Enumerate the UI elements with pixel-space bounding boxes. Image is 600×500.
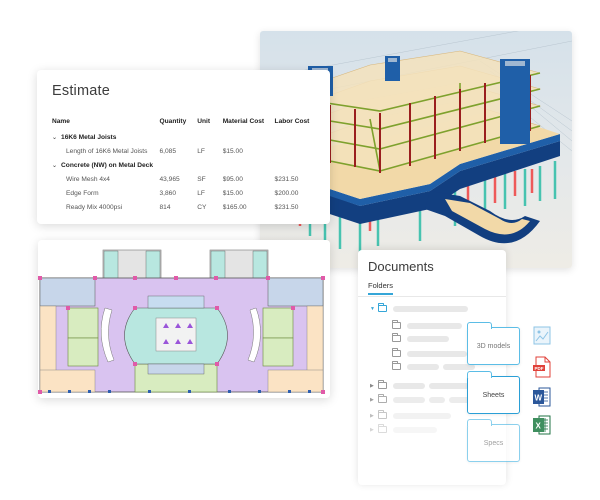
folder-icon xyxy=(392,320,401,329)
table-row[interactable]: Ready Mix 4000psi 814 CY $165.00 $231.50 xyxy=(52,200,322,214)
estimate-table: Name Quantity Unit Material Cost Labor C… xyxy=(52,112,322,214)
item-labor-cost: $200.00 xyxy=(274,189,299,197)
item-material-cost: $95.00 xyxy=(222,175,243,183)
item-labor-cost xyxy=(275,144,322,158)
folder-tree-item[interactable]: ▶ xyxy=(370,424,441,434)
folder-tree-item[interactable] xyxy=(392,361,479,371)
caret-right-icon[interactable]: ▶ xyxy=(370,426,374,433)
column-header-quantity[interactable]: Quantity xyxy=(159,117,187,125)
building-3d-model xyxy=(260,31,572,253)
table-row[interactable]: Wire Mesh 4x4 43,965 SF $95.00 $231.50 xyxy=(52,172,322,186)
item-unit: LF xyxy=(197,147,205,155)
caret-down-icon[interactable]: ▼ xyxy=(370,305,375,312)
item-unit: LF xyxy=(197,189,205,197)
folder-card-label: Specs xyxy=(483,439,504,447)
estimate-title: Estimate xyxy=(52,83,111,99)
item-unit: SF xyxy=(197,175,206,183)
item-labor-cost: $231.50 xyxy=(274,203,299,211)
image-icon xyxy=(533,326,551,345)
folder-tree-item[interactable]: ▼ xyxy=(370,303,472,313)
estimate-panel: Estimate Name Quantity Unit Material Cos… xyxy=(37,70,330,224)
item-name: Length of 16K6 Metal Joists xyxy=(66,147,148,155)
caret-right-icon[interactable]: ▶ xyxy=(370,396,374,403)
column-header-material-cost[interactable]: Material Cost xyxy=(222,117,265,125)
item-unit: CY xyxy=(197,203,207,211)
table-header-row: Name Quantity Unit Material Cost Labor C… xyxy=(52,112,322,130)
group-row[interactable]: ⌄Concrete (NW) on Metal Deck xyxy=(52,158,322,172)
folder-icon xyxy=(378,303,387,312)
chevron-down-icon[interactable]: ⌄ xyxy=(52,162,58,169)
folder-tree-item[interactable]: ▶ xyxy=(370,394,481,404)
folder-icon xyxy=(378,410,387,419)
3d-model-viewer[interactable] xyxy=(260,31,572,268)
group-name: 16K6 Metal Joists xyxy=(61,133,117,141)
group-row[interactable]: ⌄16K6 Metal Joists xyxy=(52,130,322,144)
caret-right-icon[interactable]: ▶ xyxy=(370,412,374,419)
folder-card-label: Sheets xyxy=(482,391,505,399)
floor-plan-drawing xyxy=(38,240,330,398)
column-header-name[interactable]: Name xyxy=(52,117,70,125)
folder-tree-item[interactable] xyxy=(392,333,453,343)
item-quantity: 6,085 xyxy=(159,147,177,155)
documents-title: Documents xyxy=(368,259,434,274)
folder-icon xyxy=(378,394,387,403)
folder-tree-item[interactable]: ▶ xyxy=(370,410,455,420)
folder-card-label: 3D models xyxy=(476,342,511,350)
folder-icon xyxy=(392,348,401,357)
item-name: Wire Mesh 4x4 xyxy=(66,175,110,183)
item-quantity: 814 xyxy=(159,203,171,211)
item-material-cost: $165.00 xyxy=(222,203,247,211)
word-icon: W xyxy=(533,387,551,407)
folder-tree-item[interactable] xyxy=(392,320,466,330)
item-material-cost: $15.00 xyxy=(222,147,243,155)
caret-right-icon[interactable]: ▶ xyxy=(370,382,374,389)
item-name: Edge Form xyxy=(66,189,99,197)
folder-card-3d-models[interactable]: 3D models xyxy=(467,322,520,365)
folder-card-sheets[interactable]: Sheets xyxy=(467,371,520,414)
floor-plan-sheet[interactable] xyxy=(38,240,330,398)
item-labor-cost: $231.50 xyxy=(274,175,299,183)
table-row[interactable]: Edge Form 3,860 LF $15.00 $200.00 xyxy=(52,186,322,200)
tab-folders[interactable]: Folders xyxy=(368,281,394,295)
group-name: Concrete (NW) on Metal Deck xyxy=(61,161,153,169)
table-row[interactable]: Length of 16K6 Metal Joists 6,085 LF $15… xyxy=(52,144,322,158)
pdf-icon: PDF xyxy=(533,356,551,378)
folder-card-specs[interactable]: Specs xyxy=(467,419,520,462)
svg-text:PDF: PDF xyxy=(535,366,544,371)
folder-tree-item[interactable]: ▶ xyxy=(370,380,473,390)
column-header-unit[interactable]: Unit xyxy=(197,117,211,125)
svg-text:W: W xyxy=(535,394,543,403)
excel-icon: X xyxy=(533,415,551,435)
item-quantity: 3,860 xyxy=(159,189,177,197)
folder-tree-item[interactable] xyxy=(392,348,471,358)
svg-text:X: X xyxy=(536,422,542,431)
folder-icon xyxy=(392,361,401,370)
chevron-down-icon[interactable]: ⌄ xyxy=(52,134,58,141)
folder-icon xyxy=(378,380,387,389)
item-name: Ready Mix 4000psi xyxy=(66,203,123,211)
item-material-cost: $15.00 xyxy=(222,189,243,197)
folder-icon xyxy=(378,424,387,433)
documents-panel: Documents Folders ▼ ▶ ▶ ▶ ▶ xyxy=(358,250,506,485)
column-header-labor-cost[interactable]: Labor Cost xyxy=(274,117,310,125)
tab-divider xyxy=(358,296,506,297)
folder-icon xyxy=(392,333,401,342)
item-quantity: 43,965 xyxy=(159,175,180,183)
